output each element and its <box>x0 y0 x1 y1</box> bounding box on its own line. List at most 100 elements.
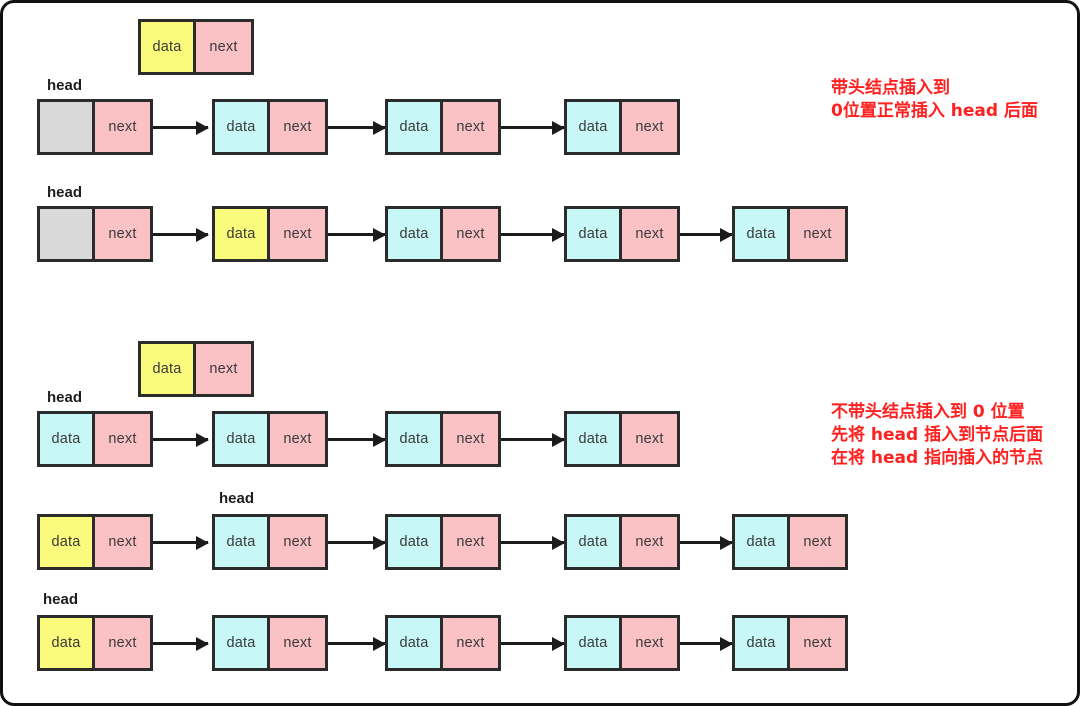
list-node: data next <box>732 615 848 671</box>
node-data-cell: data <box>215 618 270 668</box>
list-node: data next <box>564 514 680 570</box>
list-node-inserted: data next <box>37 514 153 570</box>
link-arrow <box>501 233 564 236</box>
node-data-cell <box>40 209 95 259</box>
list-node: data next <box>212 99 328 155</box>
node-next-cell: next <box>443 209 498 259</box>
floating-node-bottom: data next <box>138 341 254 397</box>
head-label-row1: head <box>47 77 83 94</box>
link-arrow <box>153 642 208 645</box>
node-next-cell: next <box>196 22 251 72</box>
list-node: data next <box>564 615 680 671</box>
list-node: next <box>37 206 153 262</box>
list-node: data next <box>564 99 680 155</box>
node-data-cell: data <box>735 618 790 668</box>
node-next-cell: next <box>270 517 325 567</box>
annotation-line: 不带头结点插入到 0 位置 <box>831 402 1025 422</box>
node-next-cell: next <box>196 344 251 394</box>
link-arrow <box>153 126 208 129</box>
node-data-cell: data <box>735 517 790 567</box>
node-next-cell: next <box>95 517 150 567</box>
node-data-cell: data <box>141 22 196 72</box>
list-node: data next <box>212 514 328 570</box>
node-data-cell: data <box>141 344 196 394</box>
link-arrow <box>328 438 385 441</box>
head-label-row5: head <box>43 591 79 608</box>
node-next-cell: next <box>622 517 677 567</box>
list-node: data next <box>564 206 680 262</box>
list-node-inserted: data next <box>37 615 153 671</box>
list-node: next <box>37 99 153 155</box>
link-arrow <box>153 541 208 544</box>
list-node: data next <box>385 99 501 155</box>
node-next-cell: next <box>622 102 677 152</box>
node-data-cell: data <box>215 517 270 567</box>
list-node: data next <box>564 411 680 467</box>
annotation-with-head: 带头结点插入到 0位置正常插入 head 后面 <box>831 77 1038 123</box>
node-next-cell: next <box>270 414 325 464</box>
node-data-cell: data <box>215 414 270 464</box>
node-data-cell: data <box>388 414 443 464</box>
list-node: data next <box>385 206 501 262</box>
node-next-cell: next <box>790 517 845 567</box>
node-next-cell: next <box>95 102 150 152</box>
node-next-cell: next <box>443 102 498 152</box>
node-data-cell: data <box>567 618 622 668</box>
node-next-cell: next <box>443 517 498 567</box>
link-arrow <box>501 438 564 441</box>
link-arrow <box>328 126 385 129</box>
node-next-cell: next <box>95 618 150 668</box>
list-node: data next <box>212 411 328 467</box>
node-data-cell: data <box>567 209 622 259</box>
annotation-line: 带头结点插入到 <box>831 78 950 98</box>
link-arrow <box>680 233 732 236</box>
floating-node-top: data next <box>138 19 254 75</box>
node-next-cell: next <box>95 414 150 464</box>
node-data-cell: data <box>567 102 622 152</box>
list-node: data next <box>385 411 501 467</box>
link-arrow <box>501 541 564 544</box>
node-data-cell: data <box>735 209 790 259</box>
node-next-cell: next <box>790 209 845 259</box>
node-next-cell: next <box>270 209 325 259</box>
node-data-cell <box>40 102 95 152</box>
list-node: data next <box>385 615 501 671</box>
node-data-cell: data <box>388 102 443 152</box>
link-arrow <box>153 233 208 236</box>
node-data-cell: data <box>40 414 95 464</box>
node-next-cell: next <box>270 618 325 668</box>
node-next-cell: next <box>443 618 498 668</box>
node-data-cell: data <box>215 102 270 152</box>
head-label-row4: head <box>219 490 255 507</box>
link-arrow <box>680 541 732 544</box>
node-next-cell: next <box>790 618 845 668</box>
list-node: data next <box>385 514 501 570</box>
list-node: data next <box>37 411 153 467</box>
link-arrow <box>328 541 385 544</box>
head-label-row3: head <box>47 389 83 406</box>
list-node: data next <box>732 206 848 262</box>
link-arrow <box>153 438 208 441</box>
link-arrow <box>501 642 564 645</box>
node-next-cell: next <box>622 209 677 259</box>
node-data-cell: data <box>388 618 443 668</box>
node-data-cell: data <box>388 517 443 567</box>
node-next-cell: next <box>622 618 677 668</box>
annotation-without-head: 不带头结点插入到 0 位置 先将 head 插入到节点后面 在将 head 指向… <box>831 401 1043 470</box>
link-arrow <box>328 233 385 236</box>
head-label-row2: head <box>47 184 83 201</box>
link-arrow <box>501 126 564 129</box>
list-node: data next <box>212 615 328 671</box>
node-next-cell: next <box>270 102 325 152</box>
node-data-cell: data <box>567 517 622 567</box>
list-node: data next <box>732 514 848 570</box>
node-data-cell: data <box>40 517 95 567</box>
node-data-cell: data <box>215 209 270 259</box>
annotation-line: 先将 head 插入到节点后面 <box>831 425 1044 446</box>
node-next-cell: next <box>622 414 677 464</box>
annotation-line: 0位置正常插入 head 后面 <box>831 101 1038 122</box>
node-next-cell: next <box>95 209 150 259</box>
link-arrow <box>328 642 385 645</box>
node-next-cell: next <box>443 414 498 464</box>
